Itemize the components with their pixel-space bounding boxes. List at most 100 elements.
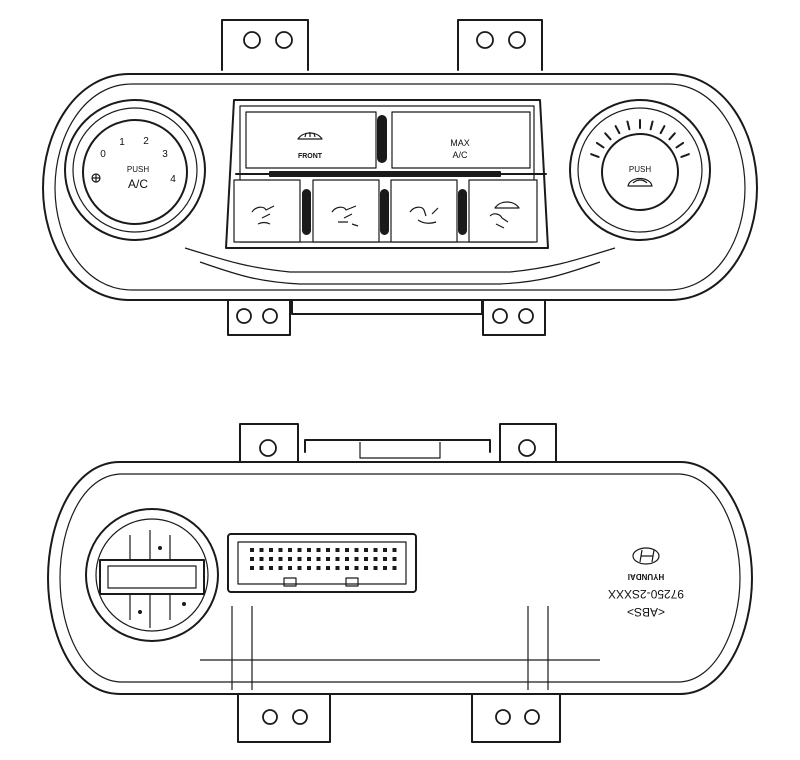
connector-pin	[335, 548, 340, 552]
connector-pin	[278, 548, 283, 552]
upper-divider	[377, 115, 387, 163]
front-defrost-label: FRONT	[298, 153, 323, 160]
right-knob-push-label: PUSH	[629, 165, 651, 174]
rear-top-clip	[359, 442, 441, 459]
rear-top-right-tab	[499, 423, 557, 471]
connector-pin	[373, 566, 378, 570]
label-abs: <ABS>	[627, 605, 665, 619]
temperature-tick	[649, 120, 654, 131]
connector-pin	[297, 566, 302, 570]
temperature-tick	[604, 132, 612, 141]
connector-pin	[383, 548, 387, 552]
lower-divider-2	[380, 189, 389, 235]
rear-label-block: <ABS> 97250-2SXXX HYUNDAI	[608, 547, 684, 619]
vent-face-button[interactable]	[233, 179, 301, 243]
temperature-tick	[590, 153, 600, 158]
connector-pin	[392, 548, 397, 552]
connector-pin	[259, 566, 264, 570]
top-left-mounting-tab	[221, 19, 309, 71]
connector-pin	[259, 557, 264, 561]
vent-floor-icon	[409, 206, 439, 224]
rear-bottom-right-tab	[471, 689, 561, 743]
fan-speed-4: 4	[170, 174, 176, 185]
connector-pin	[250, 548, 254, 552]
temperature-knob[interactable]: PUSH	[569, 99, 711, 241]
connector-pin	[335, 557, 340, 561]
connector-pin	[392, 557, 397, 561]
floor-defrost-icon	[489, 201, 520, 229]
temperature-tick	[668, 132, 676, 141]
lower-divider-1	[302, 189, 311, 235]
front-defrost-button[interactable]: FRONT	[245, 111, 377, 169]
max-ac-button[interactable]: MAX A/C	[391, 111, 531, 169]
connector-pin	[269, 548, 273, 552]
connector-pin	[345, 557, 349, 561]
vent-floor-button[interactable]	[390, 179, 458, 243]
temperature-tick	[595, 141, 605, 149]
label-brand: HYUNDAI	[628, 572, 664, 581]
rear-top-bracket	[304, 439, 491, 453]
floor-defrost-button[interactable]	[468, 179, 538, 243]
connector-pin	[383, 566, 387, 570]
connector-pin	[373, 557, 378, 561]
rear-multipin-connector	[227, 533, 417, 593]
connector-pin	[354, 548, 359, 552]
top-right-mounting-tab	[457, 19, 543, 71]
rear-bottom-left-tab	[237, 689, 331, 743]
connector-pin	[307, 566, 311, 570]
fan-speed-0: 0	[100, 149, 106, 160]
rear-housing-inner-rim	[59, 473, 741, 683]
connector-pin	[364, 548, 368, 552]
vent-bilevel-button[interactable]	[312, 179, 380, 243]
connector-pin	[297, 557, 302, 561]
recirculation-icon	[627, 177, 653, 187]
connector-pins	[250, 548, 397, 570]
connector-pin	[326, 548, 330, 552]
temperature-tick	[680, 153, 690, 158]
left-knob-push-label: PUSH	[127, 165, 149, 174]
max-ac-label: A/C	[452, 150, 468, 160]
label-part-number: 97250-2SXXX	[608, 587, 684, 601]
temperature-tick	[659, 125, 666, 135]
connector-pin	[316, 566, 321, 570]
vent-bilevel-icon	[331, 205, 359, 227]
front-panel-view: FRONT MAX A/C	[42, 19, 758, 336]
connector-pin	[259, 548, 264, 552]
connector-pin	[354, 557, 359, 561]
connector-pin	[250, 566, 254, 570]
connector-pin	[297, 548, 302, 552]
connector-pin	[250, 557, 254, 561]
connector-pin	[307, 548, 311, 552]
vent-face-icon	[251, 205, 275, 225]
bottom-center-bracket	[291, 289, 483, 315]
connector-pin	[269, 557, 273, 561]
connector-pin	[326, 566, 330, 570]
connector-pin	[278, 566, 283, 570]
fan-speed-1: 1	[119, 137, 125, 148]
connector-pin	[345, 548, 349, 552]
fan-speed-2: 2	[143, 136, 149, 147]
defrost-icon	[297, 132, 323, 140]
connector-pin	[316, 557, 321, 561]
connector-pin	[335, 566, 340, 570]
connector-pin	[354, 566, 359, 570]
lower-divider-3	[458, 189, 467, 235]
connector-pin	[364, 566, 368, 570]
connector-pin	[364, 557, 368, 561]
left-knob-ac-label: A/C	[128, 177, 148, 191]
temperature-tick	[614, 125, 621, 135]
connector-pin	[345, 566, 349, 570]
fan-speed-knob[interactable]: 0 1 2 3 4 PUSH A/C	[64, 99, 206, 241]
connector-pin	[288, 548, 292, 552]
lower-trim-line	[184, 247, 616, 273]
lower-trim-line-2	[199, 261, 601, 285]
hyundai-logo-icon	[632, 547, 660, 565]
front-housing-inner-rim	[54, 83, 746, 291]
connector-pin	[288, 566, 292, 570]
connector-pin	[307, 557, 311, 561]
temperature-tick	[675, 141, 685, 149]
temperature-tick	[626, 120, 631, 131]
connector-pin	[326, 557, 330, 561]
